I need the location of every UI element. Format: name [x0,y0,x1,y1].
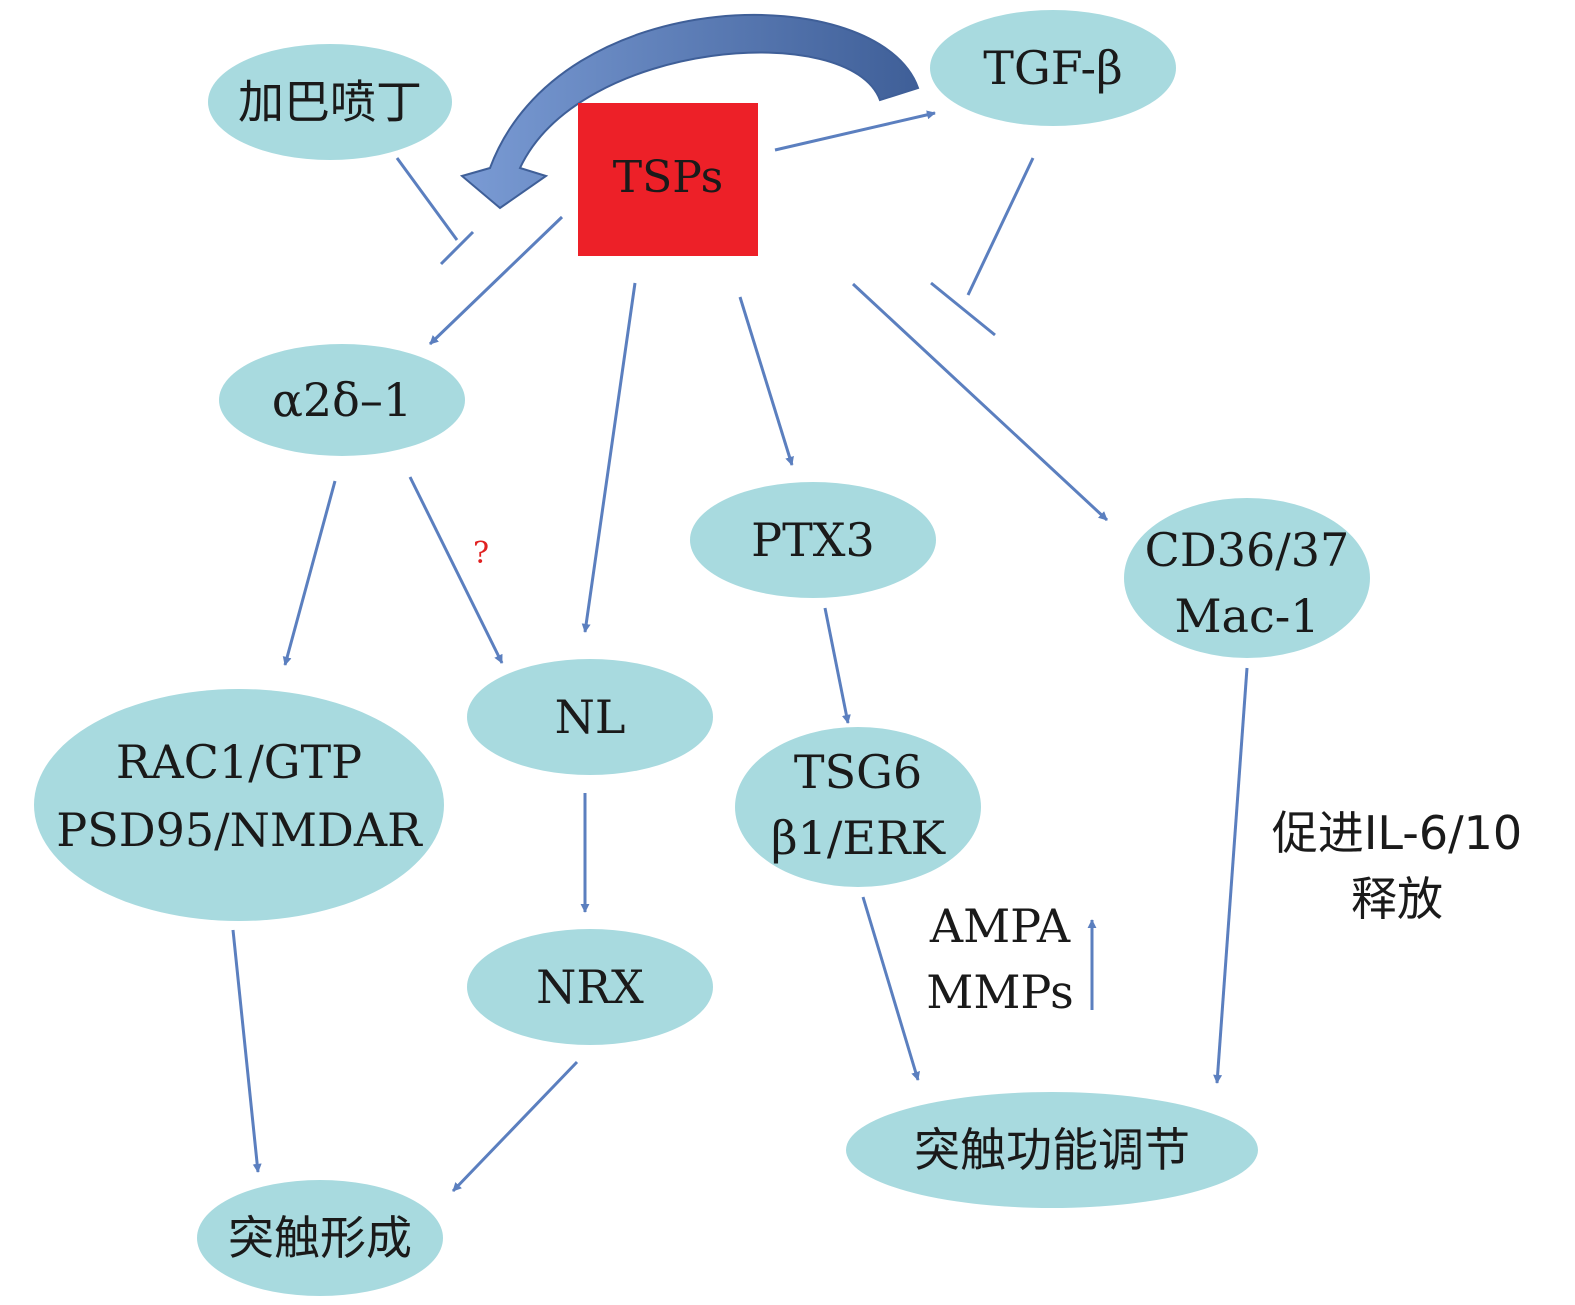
nl-label: NL [555,690,626,744]
arrow-ptx3-to-tsg6 [823,607,851,724]
synapse-regulation-label: 突触功能调节 [914,1123,1190,1177]
node-gabapentin: 加巴喷丁 [208,44,452,160]
synapse-formation-label: 突触形成 [228,1211,412,1265]
arrow-rac1-to-synapse-formation [231,929,262,1173]
node-ptx3: PTX3 [690,482,936,598]
ampa-label: AMPA [929,899,1071,953]
mac1-label: Mac-1 [1174,589,1319,643]
ptx3-label: PTX3 [751,513,875,567]
arrow-a2d1-to-rac1 [282,480,337,666]
node-tsg6: TSG6 β1/ERK [735,727,981,887]
arrow-tsps-to-a2d1 [428,215,564,346]
node-cd36-mac1: CD36/37 Mac-1 [1124,498,1370,658]
gabapentin-label: 加巴喷丁 [238,75,422,129]
arrow-cd36-to-synapse-regulation [1213,667,1249,1084]
node-synapse-formation: 突触形成 [197,1180,443,1296]
a2d1-label: α2δ–1 [272,373,412,427]
arrow-tsps-to-nl [581,282,637,633]
tgf-beta-label: TGF-β [983,41,1122,95]
psd95-label: PSD95/NMDAR [56,803,423,857]
beta1-erk-label: β1/ERK [771,811,947,865]
inhibit-tgf-to-cd36 [930,157,1035,337]
il-release-label-line2: 释放 [1351,872,1443,926]
rac1-label: RAC1/GTP [116,735,362,789]
feedback-curved-arrow [459,13,920,210]
question-mark: ? [473,536,489,571]
node-rac1-psd95: RAC1/GTP PSD95/NMDAR [34,689,444,921]
node-a2d1: α2δ–1 [219,344,465,456]
tsg6-label: TSG6 [794,745,922,799]
node-synapse-regulation: 突触功能调节 [846,1092,1258,1208]
il-release-label-line1: 促进IL-6/10 [1272,806,1522,860]
cd36-label: CD36/37 [1145,523,1350,577]
node-nrx: NRX [467,929,713,1045]
arrow-tsps-to-ptx3 [738,296,794,466]
arrow-tsg6-to-synapse-regulation [861,896,920,1081]
mmps-label: MMPs [926,965,1074,1019]
nrx-label: NRX [536,960,644,1014]
node-tgf-beta: TGF-β [930,10,1176,126]
node-tsps: TSPs [578,103,758,256]
node-nl: NL [467,659,713,775]
arrow-nrx-to-synapse-formation [451,1060,579,1193]
tsps-label: TSPs [613,152,724,203]
arrow-tsps-to-cd36 [851,282,1109,522]
arrow-a2d1-to-nl [408,476,504,664]
arrow-tsps-to-tgf [774,110,936,152]
inhibit-gabapentin-to-a2d1 [395,157,475,266]
